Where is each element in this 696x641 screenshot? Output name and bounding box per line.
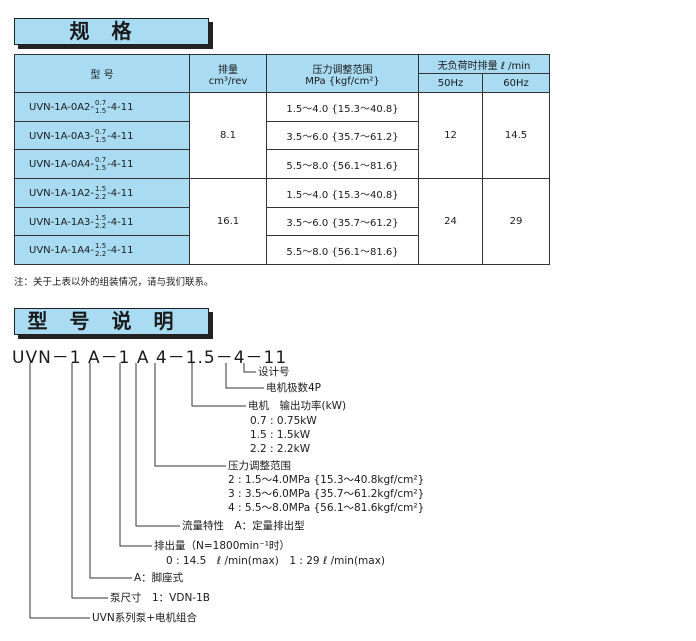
label-motor-poles: 电机极数4P xyxy=(266,382,322,394)
power-option-bottom: 1.5 xyxy=(95,135,107,144)
model-suffix: -4-11 xyxy=(107,159,134,170)
label-motor-power-option: 0.7 : 0.75kW xyxy=(250,415,317,427)
label-pressure-option: 3 : 3.5～6.0MPa {35.7～61.2kgf/cm²} xyxy=(228,488,425,500)
label-pump-size: 泵尺寸 1：VDN-1B xyxy=(110,592,210,604)
power-option-top: 1.5 xyxy=(95,185,107,193)
flow-60hz-cell: 29 xyxy=(482,178,550,265)
flow-60hz-cell: 14.5 xyxy=(482,92,550,179)
col-header-pressure-label: 压力调整范围 xyxy=(312,64,373,76)
col-header-50hz: 50Hz xyxy=(418,73,483,93)
pressure-cell: 5.5～8.0 {56.1～81.6} xyxy=(266,235,419,265)
model-section-title: 型号说明 xyxy=(14,308,209,335)
model-suffix: -4-11 xyxy=(107,188,134,199)
col-header-displacement: 排量 cm³/rev xyxy=(189,54,267,93)
model-prefix: UVN-1A-0A2- xyxy=(29,102,95,113)
spec-table: 型 号 排量 cm³/rev 压力调整范围 MPa {kgf/cm²} 无负荷时… xyxy=(14,54,550,265)
power-option-top: 1.5 xyxy=(95,242,107,250)
label-pressure-title: 压力调整范围 xyxy=(228,460,291,472)
model-code: UVN－1 A－1 A 4－1.5－4－11 xyxy=(12,348,288,368)
model-suffix: -4-11 xyxy=(107,102,134,113)
col-header-displacement-unit: cm³/rev xyxy=(208,75,248,87)
model-prefix: UVN-1A-1A4- xyxy=(29,245,95,256)
power-option-top: 0.7 xyxy=(95,127,107,136)
label-motor-power-option: 2.2 : 2.2kW xyxy=(250,443,311,455)
power-option-top: 0.7 xyxy=(95,156,107,164)
power-option-bottom: 2.2 xyxy=(95,250,107,258)
label-flow-characteristic: 流量特性 A：定量排出型 xyxy=(182,520,305,532)
model-suffix: -4-11 xyxy=(107,130,134,142)
label-design-number: 设计号 xyxy=(258,366,290,378)
model-prefix: UVN-1A-0A3- xyxy=(29,130,95,142)
label-series: UVN系列泵+电机组合 xyxy=(92,612,198,624)
label-displacement-title: 排出量（N=1800min⁻¹时） xyxy=(154,540,290,552)
label-motor-power-title: 电机 输出功率(kW) xyxy=(248,400,347,412)
model-prefix: UVN-1A-1A2- xyxy=(29,188,95,199)
model-prefix: UVN-1A-0A4- xyxy=(29,159,95,170)
power-option-top: 0.7 xyxy=(95,99,107,107)
model-suffix: -4-11 xyxy=(107,245,134,256)
model-prefix: UVN-1A-1A3- xyxy=(29,216,95,228)
spec-section-title: 规格 xyxy=(14,18,209,45)
power-option-top: 1.5 xyxy=(95,213,107,222)
model-suffix: -4-11 xyxy=(107,216,134,228)
col-header-pressure: 压力调整范围 MPa {kgf/cm²} xyxy=(266,54,419,93)
col-header-displacement-label: 排量 xyxy=(218,64,238,76)
pressure-cell: 3.5～6.0 {35.7～61.2} xyxy=(266,207,419,236)
label-pressure-option: 2 : 1.5～4.0MPa {15.3～40.8kgf/cm²} xyxy=(228,474,425,486)
displacement-cell: 16.1 xyxy=(189,178,267,265)
col-header-pressure-unit: MPa {kgf/cm²} xyxy=(305,75,380,87)
power-option-bottom: 2.2 xyxy=(95,193,107,201)
pressure-cell: 1.5～4.0 {15.3～40.8} xyxy=(266,178,419,208)
power-option-bottom: 1.5 xyxy=(95,164,107,172)
table-note: 注：关于上表以外的组装情况，请与我们联系。 xyxy=(14,277,214,288)
flow-50hz-cell: 24 xyxy=(418,178,483,265)
label-mounting: A：脚座式 xyxy=(134,572,184,584)
label-displacement-values: 0 : 14.5 ℓ /min(max) 1 : 29 ℓ /min(max) xyxy=(166,555,386,567)
label-motor-power-option: 1.5 : 1.5kW xyxy=(250,429,311,441)
col-header-60hz: 60Hz xyxy=(482,73,550,93)
label-pressure-option: 4 : 5.5～8.0MPa {56.1～81.6kgf/cm²} xyxy=(228,502,425,514)
displacement-cell: 8.1 xyxy=(189,92,267,179)
power-option-bottom: 2.2 xyxy=(95,221,107,230)
power-option-bottom: 1.5 xyxy=(95,107,107,115)
